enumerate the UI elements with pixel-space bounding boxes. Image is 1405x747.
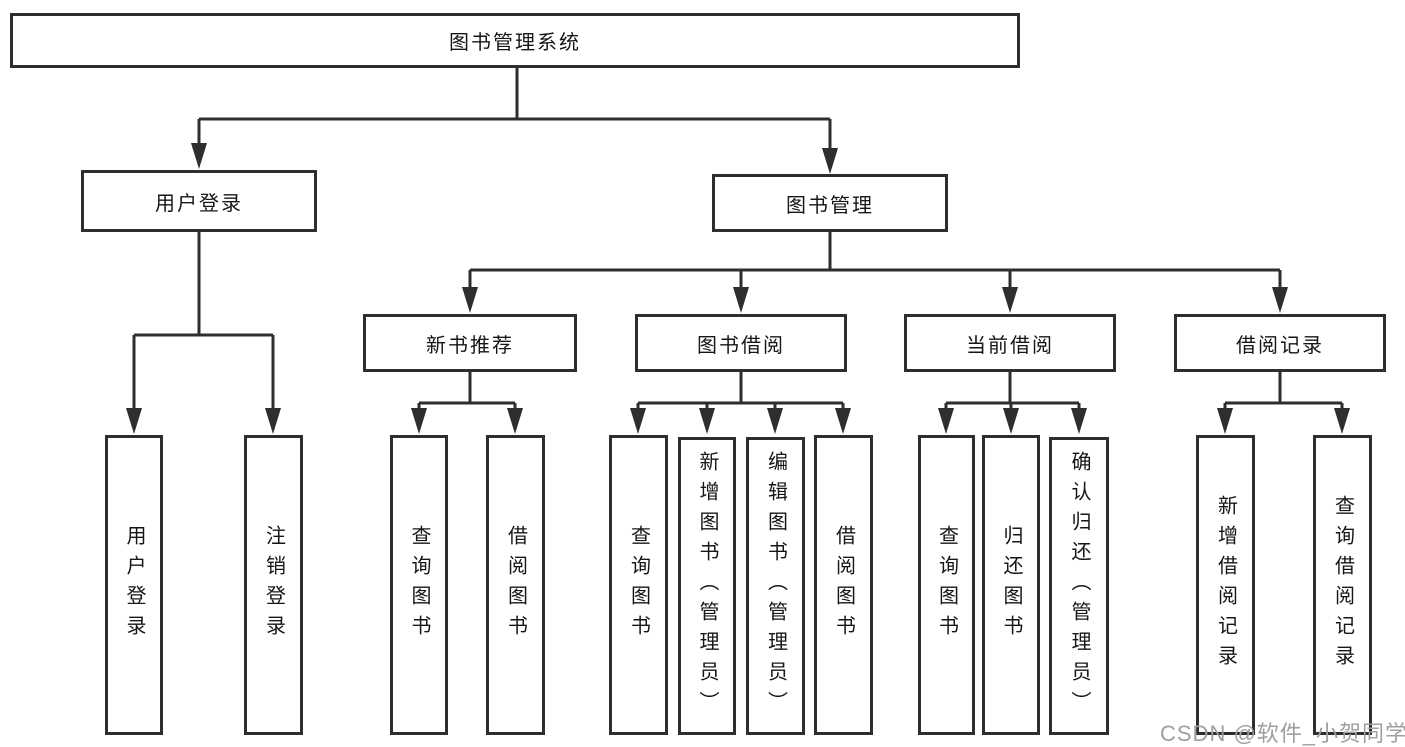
- leaf-rec-query-books: 查询图书: [390, 435, 448, 735]
- node-book-management: 图书管理: [712, 174, 948, 232]
- leaf-cb-return-books: 归还图书: [982, 435, 1040, 735]
- leaf-cb-confirm-return-admin: 确认归还（管理员）: [1049, 437, 1109, 735]
- leaf-bb-borrow-books: 借阅图书: [814, 435, 873, 735]
- node-current-borrow: 当前借阅: [904, 314, 1116, 372]
- leaf-br-query-record: 查询借阅记录: [1313, 435, 1372, 735]
- leaf-bb-edit-books-admin: 编辑图书（管理员）: [746, 437, 805, 735]
- leaf-cb-query-books: 查询图书: [918, 435, 975, 735]
- watermark: CSDN @软件_小贺同学: [1160, 721, 1405, 746]
- node-borrow-records: 借阅记录: [1174, 314, 1386, 372]
- node-user-login: 用户登录: [81, 170, 317, 232]
- leaf-br-add-record: 新增借阅记录: [1196, 435, 1255, 735]
- node-root: 图书管理系统: [10, 13, 1020, 68]
- leaf-bb-query-books: 查询图书: [609, 435, 668, 735]
- node-new-book-recommend: 新书推荐: [363, 314, 577, 372]
- leaf-bb-add-books-admin: 新增图书（管理员）: [678, 437, 736, 735]
- leaf-logout-login: 注销登录: [244, 435, 303, 735]
- leaf-rec-borrow-books: 借阅图书: [486, 435, 545, 735]
- leaf-user-login: 用户登录: [105, 435, 163, 735]
- node-book-borrow: 图书借阅: [635, 314, 847, 372]
